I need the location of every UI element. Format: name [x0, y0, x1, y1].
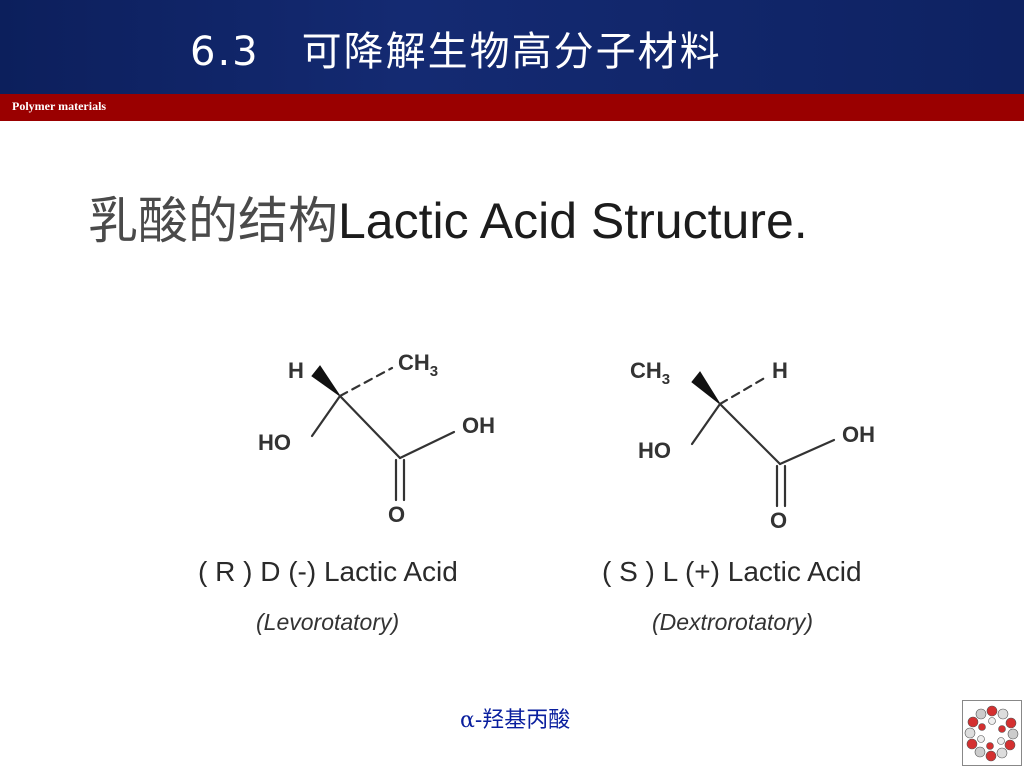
- label-h: H: [772, 358, 788, 383]
- wedge-bond: [311, 365, 341, 397]
- dashed-bond: [718, 374, 770, 406]
- logo: [962, 700, 1022, 766]
- slide-title: 6.3 可降解生物高分子材料: [190, 29, 722, 75]
- subtitle-bar: Polymer materials: [0, 94, 1024, 121]
- bond-oh: [778, 438, 836, 466]
- label-carbonyl-o: O: [770, 508, 787, 533]
- bond-carboxyl: [338, 394, 402, 460]
- label-oh: OH: [842, 422, 875, 447]
- heading-cjk: 乳酸的结构: [88, 192, 338, 250]
- label-ch3: CH3: [398, 350, 438, 380]
- s-lactic-acid-rotation: (Dextrorotatory): [652, 609, 814, 635]
- bond-ho: [310, 394, 342, 438]
- label-ho: HO: [258, 430, 291, 455]
- slide-header: 6.3 可降解生物高分子材料: [0, 0, 1024, 94]
- r-lactic-acid-structure: H CH3 HO OH O: [258, 350, 495, 527]
- wedge-bond: [691, 371, 721, 405]
- section-heading: 乳酸的结构Lactic Acid Structure.: [88, 188, 808, 254]
- label-ho: HO: [638, 438, 671, 463]
- label-ch3: CH3: [630, 358, 670, 388]
- s-lactic-acid-structure: CH3 H HO OH O: [630, 358, 875, 533]
- label-carbonyl-o: O: [388, 502, 405, 527]
- r-lactic-acid-name: ( R ) D (-) Lactic Acid: [198, 556, 458, 587]
- s-lactic-acid-name: ( S ) L (+) Lactic Acid: [602, 556, 862, 587]
- bond-carboxyl: [718, 402, 782, 466]
- label-h: H: [288, 358, 304, 383]
- heading-latin: Lactic Acid Structure.: [338, 193, 808, 249]
- label-oh: OH: [462, 413, 495, 438]
- caption-alpha-hydroxypropionic: α-羟基丙酸: [460, 708, 571, 733]
- dashed-bond: [338, 366, 394, 398]
- r-lactic-acid-rotation: (Levorotatory): [256, 609, 400, 635]
- molecular-ring-icon: [964, 705, 1019, 762]
- bond-ho: [690, 402, 722, 446]
- bond-oh: [398, 430, 456, 460]
- subtitle-bar-text: Polymer materials: [12, 99, 107, 113]
